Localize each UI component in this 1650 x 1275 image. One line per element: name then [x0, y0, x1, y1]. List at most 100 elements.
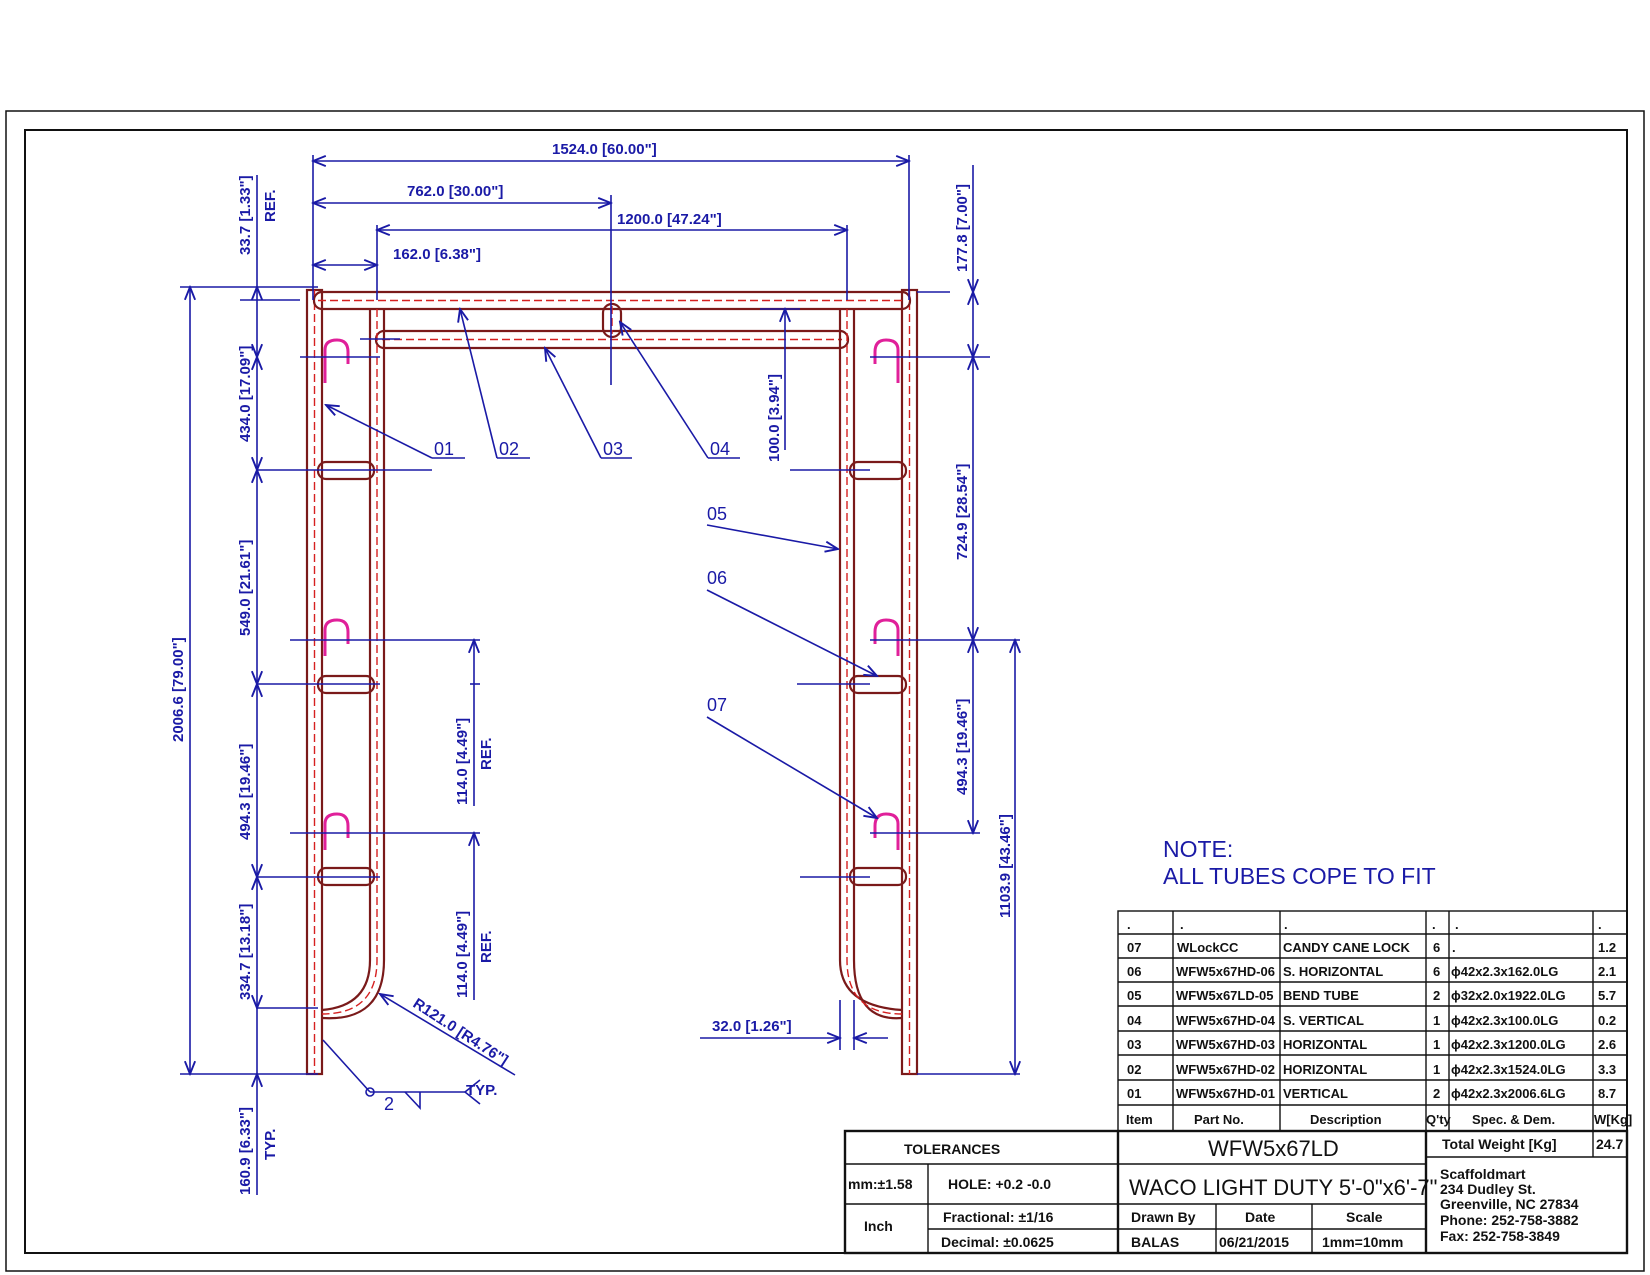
- dim-1103-9: 1103.9 [43.46"]: [997, 814, 1014, 918]
- company-name: Scaffoldmart: [1440, 1166, 1526, 1182]
- total-weight-value: 24.7: [1596, 1136, 1623, 1152]
- decimal-tolerance: Decimal: ±0.0625: [941, 1234, 1054, 1250]
- company-fax: Fax: 252-758-3849: [1440, 1228, 1560, 1244]
- dim-1200: 1200.0 [47.24"]: [617, 211, 722, 228]
- bom-wt: 5.7: [1598, 988, 1616, 1003]
- date-value: 06/21/2015: [1219, 1234, 1289, 1250]
- bom-row: 06 WFW5x67HD-06 S. HORIZONTAL 6 ɸ42x2.3x…: [1127, 964, 1616, 979]
- bom-wt: 2.6: [1598, 1037, 1616, 1052]
- dim-2006-6: 2006.6 [79.00"]: [170, 637, 187, 742]
- company-phone: Phone: 252-758-3882: [1440, 1212, 1579, 1228]
- fractional-tolerance: Fractional: ±1/16: [943, 1209, 1054, 1225]
- bom-desc: S. VERTICAL: [1283, 1013, 1364, 1028]
- bom-blank-row: . . . . . .: [1127, 917, 1602, 932]
- dim-334-7: 334.7 [13.18"]: [237, 904, 254, 1000]
- bom-header-qty: Q'ty: [1426, 1112, 1452, 1127]
- bom-item: 07: [1127, 940, 1141, 955]
- dim-114-lower: 114.0 [4.49"]: [454, 911, 471, 998]
- dim-494-right: 494.3 [19.46"]: [954, 699, 971, 795]
- dim-1524: 1524.0 [60.00"]: [552, 141, 657, 158]
- bom-desc: HORIZONTAL: [1283, 1062, 1367, 1077]
- bom-wt: 1.2: [1598, 940, 1616, 955]
- bom-item: 01: [1127, 1086, 1141, 1101]
- bom-row: 02 WFW5x67HD-02 HORIZONTAL 1 ɸ42x2.3x152…: [1127, 1062, 1616, 1077]
- bom-part: WFW5x67HD-06: [1176, 964, 1275, 979]
- bom-spec: ɸ42x2.3x2006.6LG: [1451, 1086, 1566, 1101]
- bom-item: 04: [1127, 1013, 1142, 1028]
- bom-item: 02: [1127, 1062, 1141, 1077]
- tolerances-label: TOLERANCES: [904, 1141, 1000, 1157]
- dim-33-7: 33.7 [1.33"]: [237, 175, 254, 255]
- dim-494-left: 494.3 [19.46"]: [237, 744, 254, 840]
- bom-qty: 2: [1433, 988, 1440, 1003]
- drawing-number: WFW5x67LD: [1208, 1136, 1339, 1161]
- bom-spec: ɸ42x2.3x1524.0LG: [1451, 1062, 1566, 1077]
- bom-header: Item Part No. Description Q'ty Spec. & D…: [1126, 1112, 1632, 1127]
- bom-part: WFW5x67HD-03: [1176, 1037, 1275, 1052]
- bom-spec: ɸ42x2.3x1200.0LG: [1451, 1037, 1566, 1052]
- callout-06: 06: [707, 568, 727, 588]
- bom-spec: .: [1452, 940, 1456, 955]
- bom-wt: 8.7: [1598, 1086, 1616, 1101]
- company-address-1: 234 Dudley St.: [1440, 1181, 1536, 1197]
- dim-162: 162.0 [6.38"]: [393, 246, 481, 263]
- bom-part: WFW5x67HD-04: [1176, 1013, 1276, 1028]
- bom-blank-item: .: [1127, 917, 1131, 932]
- date-label: Date: [1245, 1209, 1276, 1225]
- dimension-lines: [180, 155, 1020, 1195]
- bom-qty: 6: [1433, 940, 1440, 955]
- callout-03: 03: [603, 439, 623, 459]
- dim-177-8: 177.8 [7.00"]: [954, 184, 971, 272]
- drawn-by-value: BALAS: [1131, 1234, 1179, 1250]
- bom-desc: VERTICAL: [1283, 1086, 1348, 1101]
- bom-blank-spec: .: [1455, 917, 1459, 932]
- dim-762: 762.0 [30.00"]: [407, 183, 503, 200]
- bom-wt: 0.2: [1598, 1013, 1616, 1028]
- callout-04: 04: [710, 439, 730, 459]
- scale-label: Scale: [1346, 1209, 1383, 1225]
- bom-spec: ɸ42x2.3x100.0LG: [1451, 1013, 1558, 1028]
- dim-434: 434.0 [17.09"]: [237, 346, 254, 442]
- scale-value: 1mm=10mm: [1322, 1234, 1403, 1250]
- bom-desc: CANDY CANE LOCK: [1283, 940, 1410, 955]
- bom-desc: HORIZONTAL: [1283, 1037, 1367, 1052]
- frame-tubes: [305, 288, 919, 1076]
- bom-wt: 2.1: [1598, 964, 1616, 979]
- bom-row: 03 WFW5x67HD-03 HORIZONTAL 1 ɸ42x2.3x120…: [1127, 1037, 1616, 1052]
- dim-160-9-typ: TYP.: [262, 1129, 279, 1160]
- dim-radius: R121.0 [R4.76"]: [410, 995, 511, 1069]
- bom-header-desc: Description: [1310, 1112, 1382, 1127]
- company-address-2: Greenville, NC 27834: [1440, 1196, 1579, 1212]
- bom-wt: 3.3: [1598, 1062, 1616, 1077]
- callout-01: 01: [434, 439, 454, 459]
- hole-tolerance: HOLE: +0.2 -0.0: [948, 1176, 1051, 1192]
- bom-blank-part: .: [1180, 917, 1184, 932]
- left-dim-texts: 33.7 [1.33"] REF. 434.0 [17.09"] 549.0 […: [170, 175, 495, 1195]
- bom-spec: ɸ42x2.3x162.0LG: [1451, 964, 1558, 979]
- bom-qty: 1: [1433, 1062, 1440, 1077]
- dim-724-9: 724.9 [28.54"]: [954, 464, 971, 560]
- candy-cane-locks: [323, 338, 900, 850]
- weld-size: 2: [384, 1094, 394, 1114]
- bom-blank-wt: .: [1598, 917, 1602, 932]
- inner-border: [24, 129, 1628, 1254]
- dim-160-9: 160.9 [6.33"]: [237, 1107, 254, 1195]
- outer-border: [5, 110, 1645, 1272]
- dim-114-upper: 114.0 [4.49"]: [454, 718, 471, 805]
- callout-leaders: [322, 309, 877, 1111]
- callout-05: 05: [707, 504, 727, 524]
- bom-row: 07 WLockCC CANDY CANE LOCK 6 . 1.2: [1127, 940, 1616, 955]
- inch-label: Inch: [864, 1218, 893, 1234]
- right-dim-texts: 177.8 [7.00"] 100.0 [3.94"] 724.9 [28.54…: [766, 184, 1014, 918]
- dim-114-lower-ref: REF.: [478, 930, 495, 963]
- bom-header-part: Part No.: [1194, 1112, 1244, 1127]
- bom-qty: 2: [1433, 1086, 1440, 1101]
- bom-row: 01 WFW5x67HD-01 VERTICAL 2 ɸ42x2.3x2006.…: [1127, 1086, 1616, 1101]
- bom-qty: 1: [1433, 1013, 1440, 1028]
- bom-row: 04 WFW5x67HD-04 S. VERTICAL 1 ɸ42x2.3x10…: [1127, 1013, 1616, 1028]
- bom-item: 06: [1127, 964, 1141, 979]
- bom-qty: 1: [1433, 1037, 1440, 1052]
- dim-32: 32.0 [1.26"]: [712, 1018, 792, 1035]
- weld-typ: TYP.: [466, 1082, 497, 1099]
- dim-549: 549.0 [21.61"]: [237, 540, 254, 636]
